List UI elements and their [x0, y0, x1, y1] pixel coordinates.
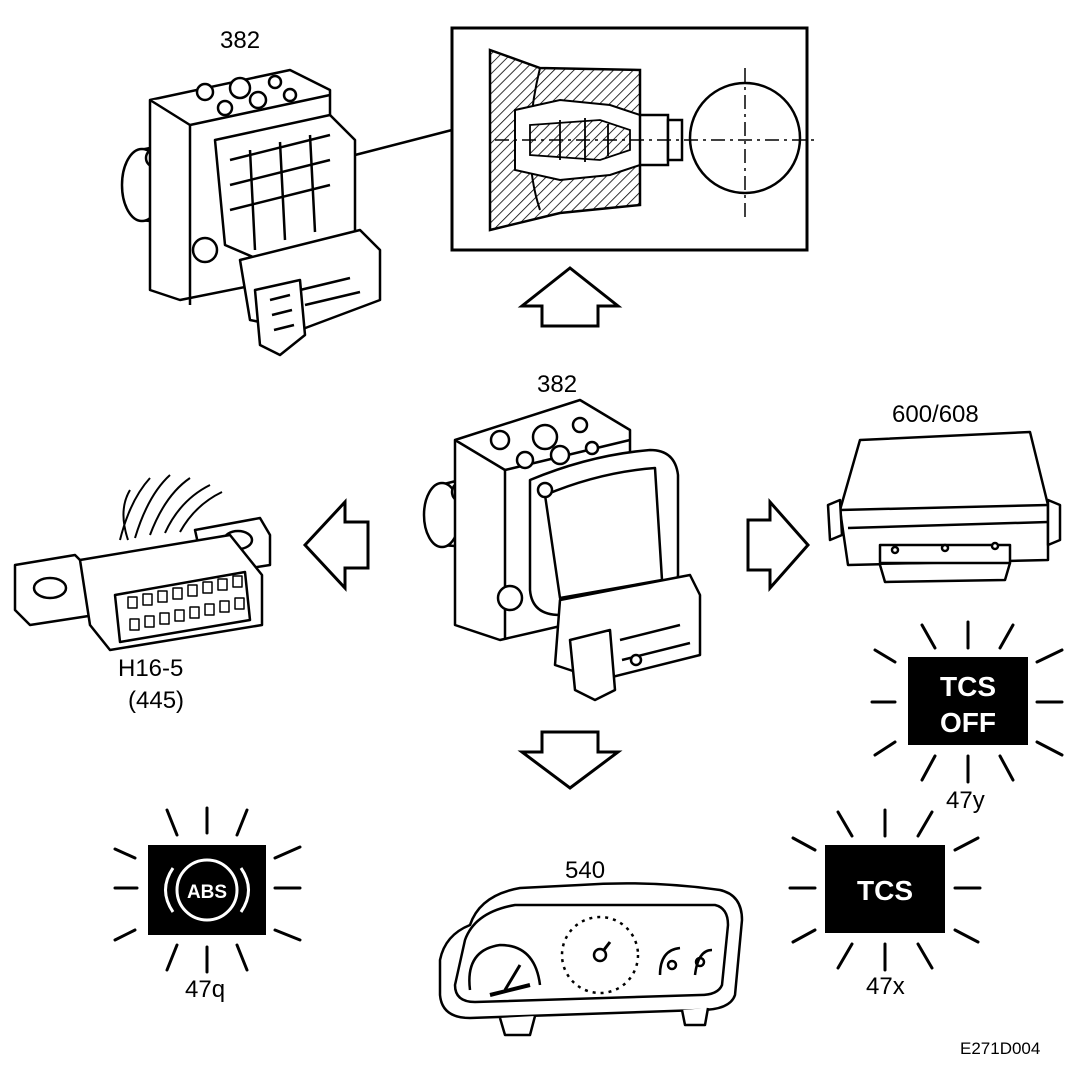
tcs-off-lamp-text-line1: TCS — [940, 671, 996, 702]
valve-detail-inset — [450, 26, 815, 252]
arrow-right — [746, 498, 811, 592]
hcu-center-label: 382 — [537, 371, 577, 398]
tcs-off-lamp-label: 47y — [946, 787, 985, 814]
tcs-warning-lamp: TCS — [788, 808, 982, 972]
tcs-off-lamp-rays — [870, 620, 1064, 784]
abs-warning-lamp: ABS — [113, 806, 302, 974]
tcs-lamp-label: 47x — [866, 973, 905, 1000]
connector-ref-label: (445) — [128, 687, 184, 714]
ecm-module — [826, 430, 1062, 584]
ecm-label: 600/608 — [892, 401, 979, 428]
arrow-down — [517, 730, 623, 790]
arrow-up — [517, 266, 623, 328]
tcs-lamp-text: TCS — [857, 875, 913, 906]
connector-label: H16-5 — [118, 655, 183, 682]
figure-code: E271D004 — [960, 1039, 1040, 1058]
tcs-lamp-rays — [788, 808, 982, 972]
callout-line — [354, 128, 453, 157]
cluster-label: 540 — [565, 857, 605, 884]
instrument-cluster — [438, 882, 744, 1037]
tcs-off-warning-lamp: TCS OFF — [870, 620, 1064, 784]
hcu-top-label: 382 — [220, 27, 260, 54]
diagnostic-connector — [13, 474, 272, 652]
hcu-unit-center — [422, 398, 702, 702]
abs-lamp-text: ABS — [187, 882, 227, 903]
arrow-left — [302, 498, 370, 592]
abs-lamp-rays — [113, 806, 302, 974]
tcs-off-lamp-text-line2: OFF — [940, 707, 996, 738]
hcu-unit-top — [120, 68, 382, 357]
abs-lamp-label: 47q — [185, 976, 225, 1003]
